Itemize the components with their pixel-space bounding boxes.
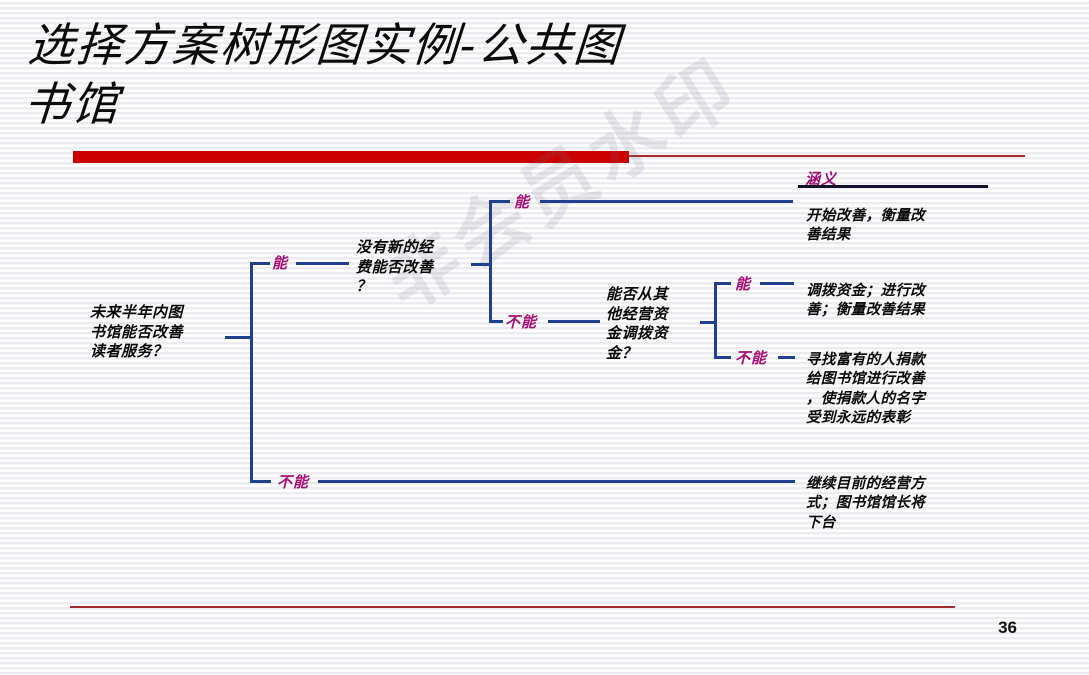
connector-level1-yes-out <box>296 262 349 265</box>
footer-rule <box>70 606 955 608</box>
title-rule-thin <box>629 155 1025 157</box>
tree-node-q2: 没有新的经 费能否改善 ？ <box>356 238 434 295</box>
branch-label-level2-yes: 能 <box>514 193 531 211</box>
connector-level1-no-out <box>318 480 795 483</box>
tree-node-q3: 能否从其 他经营资 金调拨资 金？ <box>606 285 669 362</box>
outcome-text-3: 寻找富有的人捐款 给图书馆进行改善 ，使捐款人的名字 受到永远的表彰 <box>806 351 926 427</box>
outcome-text-1: 开始改善，衡量改 善结果 <box>806 207 926 244</box>
connector-level1-no-in <box>250 480 271 483</box>
meaning-column-header: 涵义 <box>805 170 838 188</box>
tree-node-root: 未来半年内图 书馆能否改善 读者服务？ <box>90 303 184 360</box>
connector-level2-no-in <box>489 320 503 323</box>
connector-level1-yes-in <box>250 262 270 265</box>
connector-level2-no-out <box>548 320 600 323</box>
outcome-text-4: 继续目前的经营方 式；图书馆馆长将 下台 <box>806 475 926 531</box>
branch-label-level3-no: 不能 <box>735 349 768 367</box>
connector-level3-yes-out <box>760 282 794 285</box>
connector-q3-stem <box>700 321 716 324</box>
connector-level3-yes-in <box>714 282 731 285</box>
connector-level3-no-in <box>714 356 731 359</box>
connector-q2-stem <box>471 263 491 266</box>
page-number: 36 <box>998 618 1017 637</box>
connector-level3-spine <box>714 282 717 358</box>
branch-label-level1-no: 不能 <box>277 473 310 491</box>
outcome-text-2: 调拨资金；进行改 善；衡量改善结果 <box>806 282 926 319</box>
connector-level1-spine <box>250 262 253 483</box>
page-title: 选择方案树形图实例-公共图 书馆 <box>22 18 624 131</box>
connector-root-stem <box>225 336 252 339</box>
branch-label-level1-yes: 能 <box>272 254 289 272</box>
connector-level2-yes-out <box>540 200 793 203</box>
connector-level2-spine <box>489 200 492 323</box>
branch-label-level2-no: 不能 <box>505 313 538 331</box>
meaning-column-rule <box>798 185 988 188</box>
title-rule-thick <box>73 151 629 163</box>
branch-label-level3-yes: 能 <box>735 275 752 293</box>
connector-level2-yes-in <box>489 200 510 203</box>
connector-level3-no-out <box>778 356 795 359</box>
